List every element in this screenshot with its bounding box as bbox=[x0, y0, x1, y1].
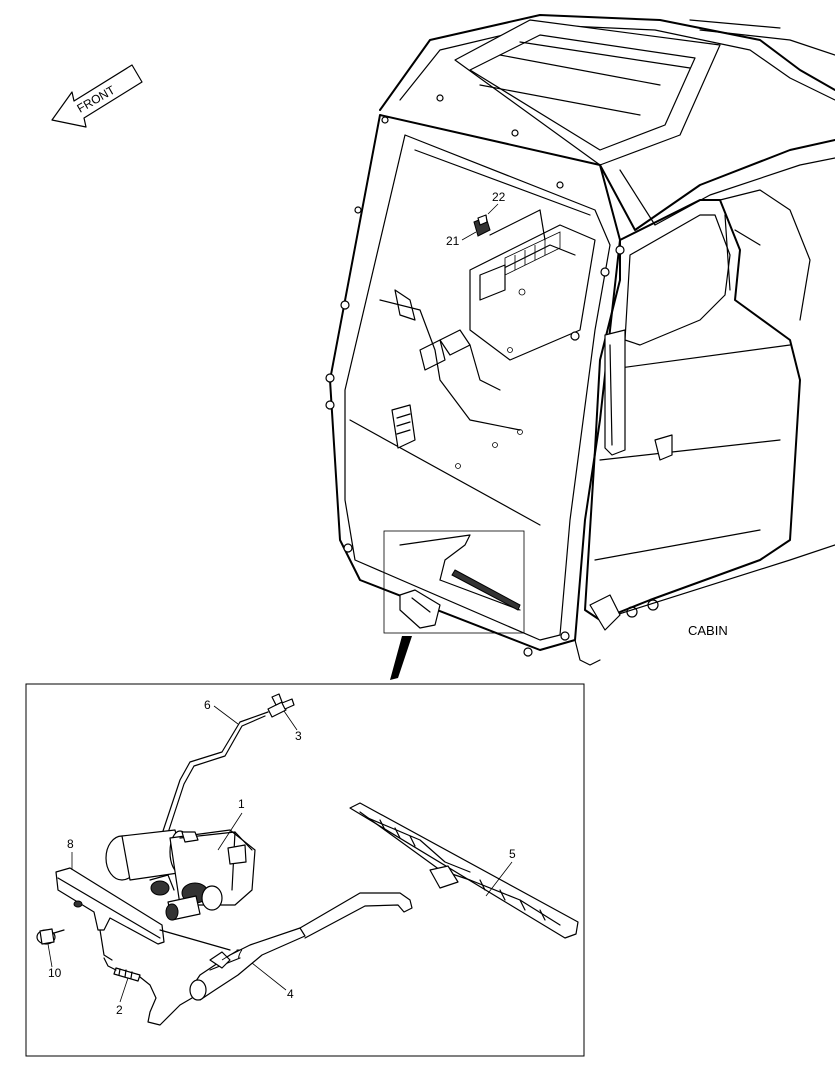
callout-3: 3 bbox=[295, 729, 302, 743]
callout-2: 2 bbox=[116, 1003, 123, 1017]
callout-10: 10 bbox=[48, 966, 62, 980]
callout-21: 21 bbox=[446, 234, 460, 248]
bolt-10 bbox=[36, 928, 65, 945]
t-fitting-3 bbox=[267, 693, 295, 718]
cap-7 bbox=[209, 951, 231, 969]
callout-22: 22 bbox=[492, 190, 506, 204]
callout-8: 8 bbox=[67, 837, 74, 851]
wiper-assembly: 6 3 1 5 8 7 10 4 2 bbox=[36, 693, 579, 1026]
bracket-8 bbox=[55, 867, 165, 961]
callout-6: 6 bbox=[204, 698, 211, 712]
callout-7: 7 bbox=[236, 947, 243, 961]
callout-4: 4 bbox=[287, 987, 294, 1001]
cabin-label: CABIN bbox=[688, 623, 728, 638]
front-arrow: FRONT bbox=[51, 64, 143, 128]
wiper-blade-5 bbox=[349, 802, 579, 939]
cabin-illustration: 22 21 CABIN bbox=[325, 14, 835, 680]
washer-nozzle-2 bbox=[103, 957, 193, 1026]
washer-hose-6 bbox=[159, 711, 269, 841]
callout-5: 5 bbox=[509, 847, 516, 861]
detail-box bbox=[25, 683, 585, 1057]
callout-1: 1 bbox=[238, 797, 245, 811]
wiper-motor-1 bbox=[105, 829, 256, 921]
wiper-arm-4 bbox=[159, 892, 413, 1001]
